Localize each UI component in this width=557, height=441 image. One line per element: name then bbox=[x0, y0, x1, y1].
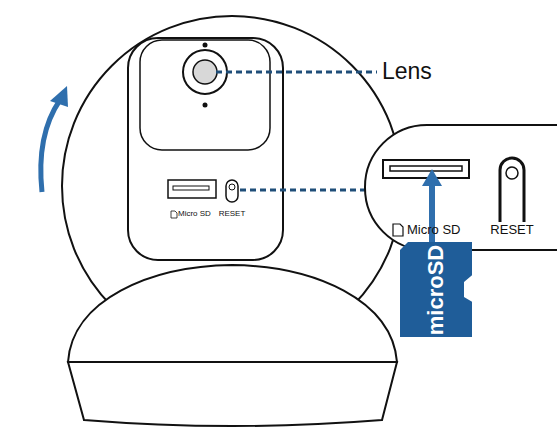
port-label: RESET bbox=[219, 210, 246, 218]
camera-base-dome bbox=[68, 265, 397, 362]
leader-line bbox=[240, 189, 367, 192]
reset-button-zoom bbox=[500, 158, 524, 222]
reset-button bbox=[226, 180, 238, 202]
sd-icon bbox=[171, 211, 177, 218]
leader-line bbox=[216, 71, 377, 74]
port-label: RESET bbox=[490, 223, 533, 236]
sd-slot bbox=[168, 180, 216, 198]
camera-base-band bbox=[68, 362, 397, 426]
microsd-card: microSD bbox=[400, 242, 472, 337]
port-label: Micro SD bbox=[178, 210, 211, 218]
sd-slot-opening bbox=[173, 186, 209, 190]
port-label: Micro SD bbox=[407, 223, 460, 236]
sd-slot-zoom bbox=[383, 160, 469, 178]
sensor-dot bbox=[203, 103, 208, 108]
sensor-dot bbox=[203, 43, 208, 48]
lens-module bbox=[140, 40, 270, 150]
reset-hole-zoom bbox=[506, 167, 518, 179]
zoom-inset bbox=[365, 125, 557, 250]
lens-glass bbox=[193, 60, 217, 84]
rotate-arrow bbox=[41, 100, 60, 192]
insert-arrow-head bbox=[422, 169, 442, 186]
sd-slot-opening-zoom bbox=[390, 166, 462, 171]
card-text: microSD bbox=[425, 244, 447, 334]
sd-icon bbox=[393, 224, 403, 236]
part-label: Lens bbox=[382, 60, 432, 83]
card-shape bbox=[400, 242, 472, 337]
reset-hole bbox=[229, 184, 235, 190]
rotate-arrow-head bbox=[50, 86, 68, 107]
